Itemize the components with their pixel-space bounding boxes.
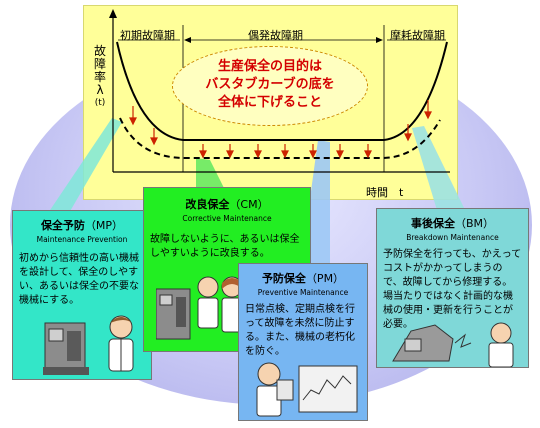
inspector-with-monitor-illustration	[256, 362, 358, 417]
cm-description: 故障しないように、あるいは保全しやすいように改良する。	[150, 234, 300, 259]
bm-description: 予防保全を行っても、かえってコストがかかってしまうので、故障してから修理する。場…	[383, 249, 522, 330]
pm-box: 予防保全（PM） Preventive Maintenance 日常点検、定期点…	[238, 263, 368, 421]
mp-pointer-beam	[40, 118, 122, 225]
bm-title: 事後保全（BM）	[410, 217, 495, 230]
bm-subtitle: Breakdown Maintenance	[406, 233, 499, 242]
period-label-early: 初期故障期	[120, 29, 175, 42]
goal-text: 生産保全の目的は バスタブカーブの底を 全体に下げること	[205, 59, 335, 110]
engineer-with-machine-illustration	[43, 315, 134, 375]
x-axis-label: 時間 t	[366, 186, 404, 199]
mp-title: 保全予防（MP）	[40, 219, 124, 232]
y-axis-arrowhead	[109, 9, 117, 18]
cm-subtitle: Corrective Maintenance	[182, 214, 272, 223]
bm-box: 事後保全（BM） Breakdown Maintenance 予防保全を行っても…	[376, 208, 529, 368]
mp-box: 保全予防（MP） Maintenance Prevention 初めから信頼性の…	[12, 210, 152, 380]
pm-title: 予防保全（PM）	[261, 272, 345, 285]
bathtub-curve-current	[116, 41, 448, 141]
bathtub-curve-target	[119, 117, 441, 159]
broken-machine-repair-illustration	[392, 322, 514, 367]
period-label-wearout: 摩耗故障期	[390, 29, 445, 42]
pm-description: 日常点検、定期点検を行って故障を未然に防止する。また、機械の老朽化を防ぐ。	[245, 304, 355, 357]
random-span-arrow-left	[184, 37, 191, 43]
mp-description: 初めから信頼性の高い機械を設計して、保全のしやすい、あるいは保全の不要な機械にす…	[19, 253, 139, 306]
goal-callout	[172, 46, 368, 126]
bm-pointer-beam	[412, 126, 470, 220]
pm-subtitle: Preventive Maintenance	[257, 288, 349, 297]
mp-subtitle: Maintenance Prevention	[36, 235, 128, 244]
cm-box: 改良保全（CM） Corrective Maintenance 故障しないように…	[143, 187, 311, 352]
period-label-random: 偶発故障期	[248, 29, 303, 42]
cm-title: 改良保全（CM）	[185, 198, 269, 211]
reduction-arrows	[129, 100, 432, 159]
random-span-arrow-right	[376, 37, 383, 43]
y-axis-label: 故 障 率 λ (t)	[93, 44, 106, 109]
workers-discussing-illustration	[156, 276, 243, 340]
